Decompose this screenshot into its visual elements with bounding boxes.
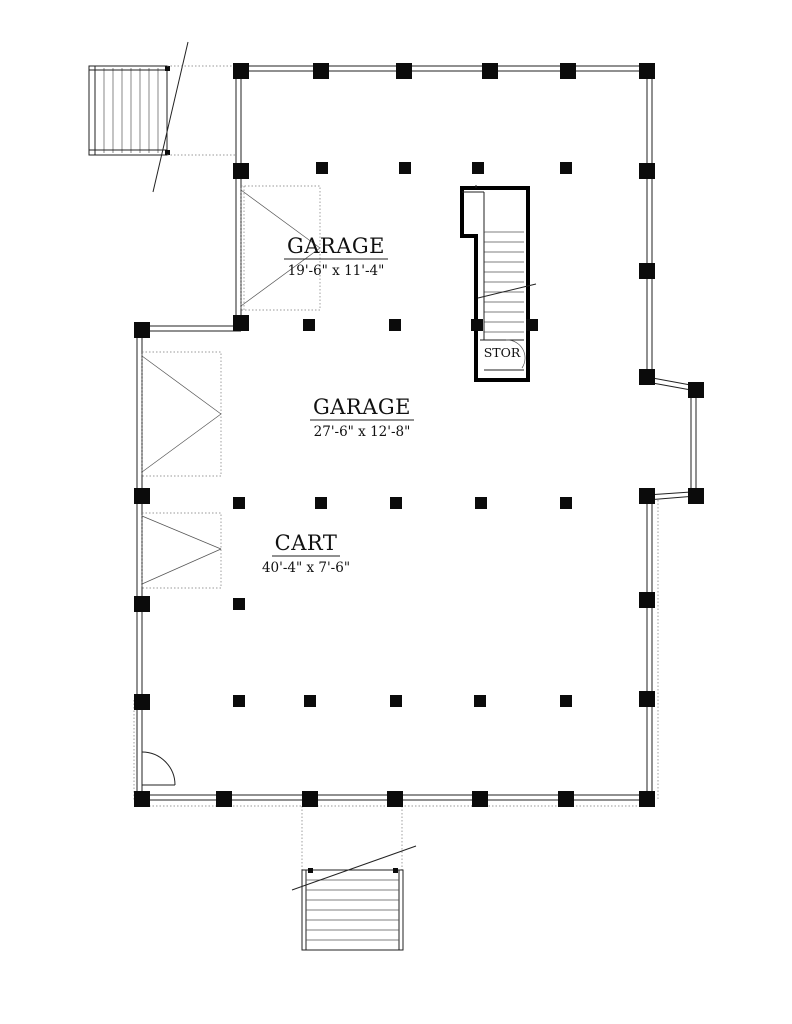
post-large	[482, 63, 498, 79]
post-large	[134, 596, 150, 612]
post-large	[134, 791, 150, 807]
post-small	[390, 497, 402, 509]
post-small	[233, 598, 245, 610]
post-small	[315, 497, 327, 509]
post-small	[389, 319, 401, 331]
post-large	[639, 263, 655, 279]
storage-label: STOR	[484, 345, 521, 360]
upper-left-stair	[88, 41, 236, 193]
post-large	[233, 63, 249, 79]
post-small	[526, 319, 538, 331]
post-large	[134, 322, 150, 338]
post-large	[688, 382, 704, 398]
post-large	[313, 63, 329, 79]
post-small	[471, 319, 483, 331]
garage-upper-dims: 19'-6" x 11'-4"	[288, 263, 385, 279]
garage-main-dims: 27'-6" x 12'-8"	[314, 424, 411, 440]
room-label-garage-main: GARAGE 27'-6" x 12'-8"	[310, 395, 414, 440]
entry-door	[133, 700, 176, 800]
cart-dims: 40'-4" x 7'-6"	[262, 560, 350, 576]
upper-garage-door	[240, 185, 321, 311]
exterior-walls	[136, 65, 697, 807]
post-large	[639, 592, 655, 608]
lower-entry-stair	[291, 806, 417, 951]
post-large	[387, 791, 403, 807]
post-small	[233, 695, 245, 707]
post-large	[558, 791, 574, 807]
post-large	[560, 63, 576, 79]
post-small	[560, 497, 572, 509]
post-large	[639, 163, 655, 179]
garage-upper-name: GARAGE	[287, 234, 385, 258]
left-garage-door	[141, 351, 222, 477]
room-label-garage-upper: GARAGE 19'-6" x 11'-4"	[284, 234, 388, 279]
post-large	[302, 791, 318, 807]
cart-door	[141, 512, 222, 589]
post-large	[216, 791, 232, 807]
post-large	[639, 369, 655, 385]
post-small	[475, 497, 487, 509]
post-small	[560, 162, 572, 174]
post-large	[233, 163, 249, 179]
post-small	[390, 695, 402, 707]
cart-name: CART	[275, 531, 338, 555]
post-small	[472, 162, 484, 174]
structural-posts	[134, 63, 704, 807]
garage-main-name: GARAGE	[313, 395, 411, 419]
post-large	[688, 488, 704, 504]
interior-stair	[460, 185, 537, 382]
post-large	[396, 63, 412, 79]
post-large	[472, 791, 488, 807]
post-small	[316, 162, 328, 174]
post-large	[639, 63, 655, 79]
post-large	[639, 488, 655, 504]
post-large	[134, 694, 150, 710]
post-large	[639, 691, 655, 707]
post-large	[233, 315, 249, 331]
post-small	[233, 497, 245, 509]
post-large	[134, 488, 150, 504]
post-large	[639, 791, 655, 807]
post-small	[560, 695, 572, 707]
post-small	[304, 695, 316, 707]
post-small	[303, 319, 315, 331]
post-small	[399, 162, 411, 174]
room-label-cart: CART 40'-4" x 7'-6"	[262, 531, 350, 576]
post-small	[474, 695, 486, 707]
